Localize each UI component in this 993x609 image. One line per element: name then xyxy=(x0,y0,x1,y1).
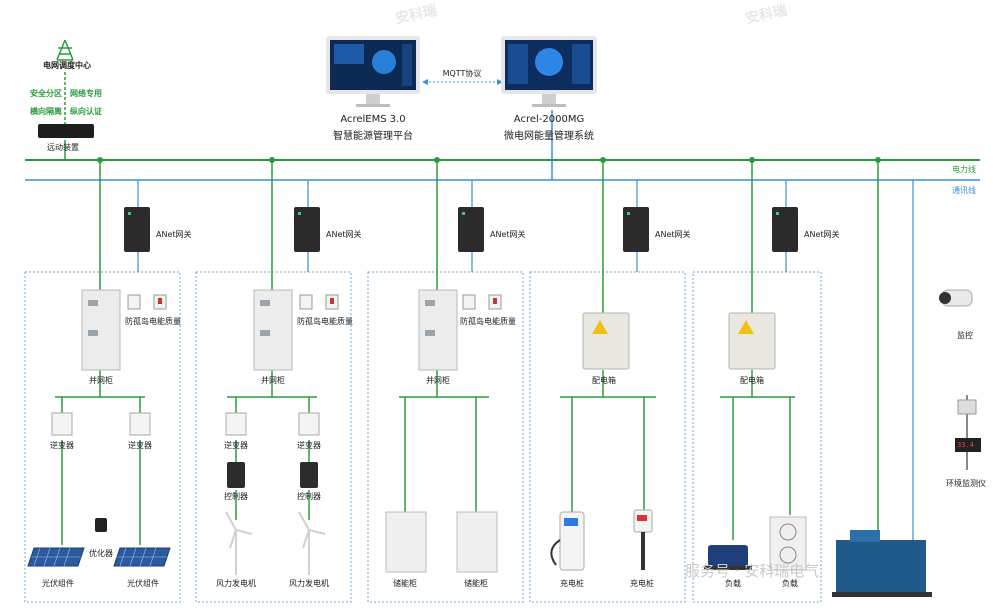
gateway-icon-5 xyxy=(772,207,798,252)
camera-icon xyxy=(939,289,973,307)
power-line-label: 电力线 xyxy=(952,165,976,174)
distribution-box-icon-1 xyxy=(582,312,630,370)
wind-turbine-icon-1 xyxy=(225,511,253,575)
panel-box-1 xyxy=(24,271,181,603)
p2-aux-anti-island: 防孤岛 xyxy=(297,317,321,326)
p2-aux-quality: 电能质量 xyxy=(321,317,353,326)
tag-dedicated-network: 网络专用 xyxy=(70,89,102,98)
inverter-icon-3 xyxy=(225,412,247,436)
mqtt-label: MQTT协议 xyxy=(442,69,482,78)
grid-dispatch-title: 电网调度中心 xyxy=(43,61,91,70)
p3-storage-2: 储能柜 xyxy=(464,579,488,588)
p1-aux-anti-island: 防孤岛 xyxy=(125,317,149,326)
p2-cabinet-label: 并网柜 xyxy=(261,376,285,385)
controller-icon-2 xyxy=(300,462,318,488)
p5-cabinet-label: 配电箱 xyxy=(740,376,764,385)
p4-charger-2: 充电桩 xyxy=(630,579,654,588)
p2-wind-2: 风力发电机 xyxy=(289,579,329,588)
watermark-footer: 服务号 · 安科瑞电气 xyxy=(685,562,820,580)
camera-label: 监控 xyxy=(957,331,973,340)
load-ac-icon xyxy=(769,516,807,571)
grid-tower-icon xyxy=(56,39,74,61)
charger-icon-1 xyxy=(550,511,585,571)
env-readout: 33.4 xyxy=(957,441,974,449)
p2-inverter-1: 逆变器 xyxy=(224,441,248,450)
p4-charger-1: 充电桩 xyxy=(560,579,584,588)
panel-box-4 xyxy=(529,271,686,603)
storage-cabinet-icon-1 xyxy=(385,511,427,573)
p3-aux-anti-island: 防孤岛 xyxy=(460,317,484,326)
inverter-icon-2 xyxy=(129,412,151,436)
ems-desc: 智慧能源管理平台 xyxy=(333,131,413,142)
remote-device-label: 远动装置 xyxy=(47,143,79,152)
p1-inverter-1: 逆变器 xyxy=(50,441,74,450)
controller-icon-1 xyxy=(227,462,245,488)
gateway-label-3: ANet网关 xyxy=(490,230,526,239)
tag-security-zone: 安全分区 xyxy=(30,89,62,98)
mg-name: Acrel-2000MG xyxy=(513,114,585,125)
p3-storage-1: 储能柜 xyxy=(393,579,417,588)
p5-load-2: 负载 xyxy=(782,579,798,588)
gateway-icon-2 xyxy=(294,207,320,252)
p4-cabinet-label: 配电箱 xyxy=(592,376,616,385)
optimizer-icon xyxy=(95,518,107,532)
storage-cabinet-icon-2 xyxy=(456,511,498,573)
p1-pv-1: 光伏组件 xyxy=(42,579,74,588)
p1-pv-2: 光伏组件 xyxy=(127,579,159,588)
p2-wind-1: 风力发电机 xyxy=(216,579,256,588)
distribution-box-icon-2 xyxy=(728,312,776,370)
generator-icon xyxy=(832,530,932,597)
grid-cabinet-icon-1 xyxy=(81,289,121,371)
ems-name: AcrelEMS 3.0 xyxy=(340,114,406,125)
gateway-icon-1 xyxy=(124,207,150,252)
p5-load-1: 负载 xyxy=(725,579,741,588)
p2-controller-2: 控制器 xyxy=(297,492,321,501)
gateway-label-1: ANet网关 xyxy=(156,230,192,239)
tag-horizontal-isolation: 横向隔离 xyxy=(30,107,62,116)
remote-device-icon xyxy=(38,124,94,138)
grid-cabinet-icon-2 xyxy=(253,289,293,371)
gateway-icon-3 xyxy=(458,207,484,252)
panel-box-3 xyxy=(367,271,524,603)
comm-line-label: 通讯线 xyxy=(952,186,976,195)
load-motor-icon xyxy=(704,545,752,570)
gateway-label-2: ANet网关 xyxy=(326,230,362,239)
p3-cabinet-label: 并网柜 xyxy=(426,376,450,385)
gateway-icon-4 xyxy=(623,207,649,252)
charger-icon-2 xyxy=(633,509,653,570)
env-monitor-label: 环境监测仪 xyxy=(946,479,986,488)
wind-turbine-icon-2 xyxy=(298,511,326,575)
mg-monitor-icon xyxy=(501,36,597,107)
mg-desc: 微电网能量管理系统 xyxy=(504,131,594,142)
gateway-label-4: ANet网关 xyxy=(655,230,691,239)
p1-cabinet-label: 并网柜 xyxy=(89,376,113,385)
p1-aux-quality: 电能质量 xyxy=(149,317,181,326)
p1-optimizer: 优化器 xyxy=(89,549,113,558)
panel-box-5 xyxy=(692,271,822,603)
p1-inverter-2: 逆变器 xyxy=(128,441,152,450)
env-monitor-icon xyxy=(955,395,981,470)
p3-aux-quality: 电能质量 xyxy=(484,317,516,326)
ems-monitor-icon xyxy=(326,36,420,107)
inverter-icon-1 xyxy=(51,412,73,436)
grid-cabinet-icon-3 xyxy=(418,289,458,371)
p2-inverter-2: 逆变器 xyxy=(297,441,321,450)
inverter-icon-4 xyxy=(298,412,320,436)
pv-panel-icon-2 xyxy=(113,547,171,567)
panel-box-2 xyxy=(195,271,352,603)
gateway-label-5: ANet网关 xyxy=(804,230,840,239)
p2-controller-1: 控制器 xyxy=(224,492,248,501)
tag-vertical-auth: 纵向认证 xyxy=(70,107,102,116)
pv-panel-icon-1 xyxy=(27,547,85,567)
